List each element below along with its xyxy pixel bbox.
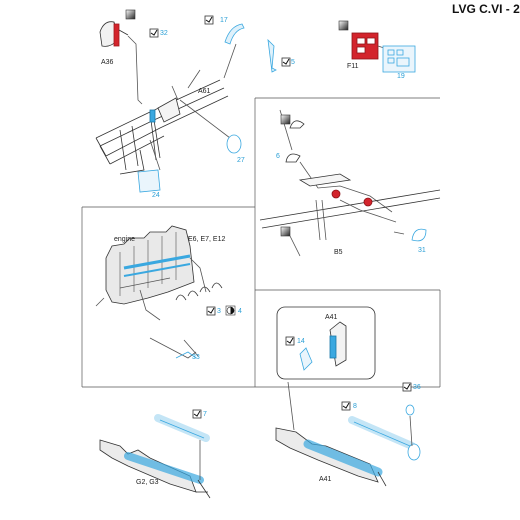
label-part-31: 31 [418,247,426,254]
label-a61: A61 [198,88,211,95]
label-a36: A36 [101,59,114,66]
sheet-title: LVG C.VI - 2 [452,2,520,16]
label-part-24: 24 [152,192,160,199]
label-engine: engine [114,236,136,243]
gradient-square-icon [125,9,349,237]
part-17 [223,23,245,79]
label-part-14: 14 [297,338,305,345]
fuselage-frame-a61 [95,69,231,175]
wing-panel-b5 [259,109,441,257]
label-f11: F11 [347,63,359,70]
label-part-3: 3 [217,308,221,315]
label-part-33: 33 [192,354,200,361]
label-part-5: 5 [291,59,295,66]
part-31 [411,228,427,242]
label-a41-gun: A41 [319,476,332,483]
label-part-7: 7 [203,411,207,418]
part-f11 [351,32,391,60]
engine [95,225,223,359]
label-b5: B5 [334,249,343,256]
machine-gun-left [99,414,211,499]
label-g2-g3: G2, G3 [136,479,159,486]
part-19 [382,45,416,73]
label-part-17: 17 [220,17,228,24]
label-part-32: 32 [160,30,168,37]
panel-divider-lines [81,97,441,388]
label-a41-inset: A41 [325,314,338,321]
inset-a41 [276,306,376,431]
label-part-6: 6 [276,153,280,160]
label-part-4: 4 [238,308,242,315]
label-part-36: 36 [413,384,421,391]
part-24 [137,169,161,193]
part-27 [226,134,242,154]
label-e6-e7-e12: E6, E7, E12 [188,236,226,243]
half-circle-icon [225,305,236,316]
part-a36 [99,21,143,105]
machine-gun-right [275,404,421,487]
label-part-8: 8 [353,403,357,410]
label-part-19: 19 [397,73,405,80]
checkbox-icon [149,15,412,419]
label-part-27: 27 [237,157,245,164]
part-5 [267,38,277,73]
